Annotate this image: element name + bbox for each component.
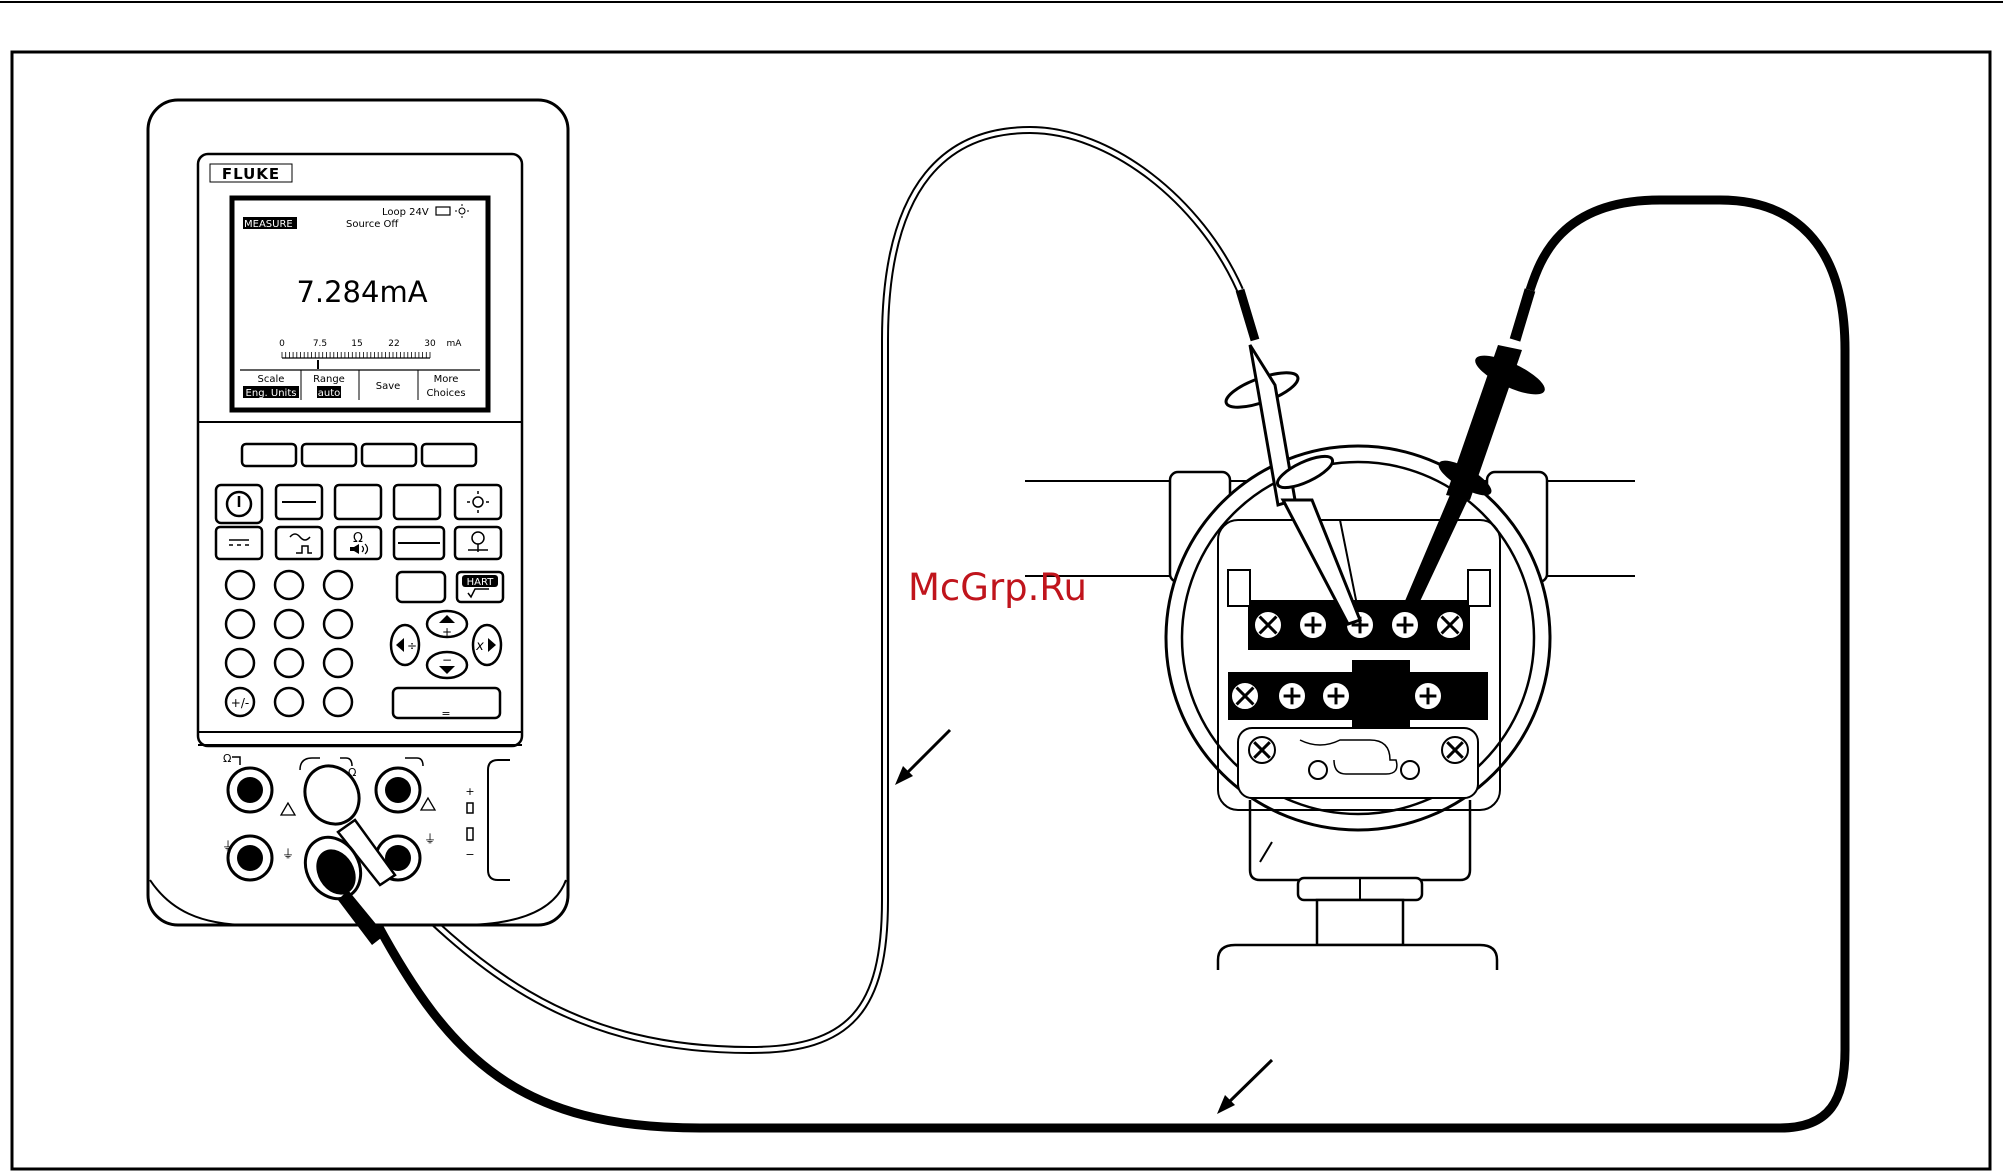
enter-blank-key[interactable]: [397, 572, 445, 602]
ac-frequency-button[interactable]: [276, 527, 322, 559]
sun-icon: [473, 497, 483, 507]
port-minus: −: [465, 848, 474, 861]
ohm-icon: Ω: [353, 531, 363, 546]
port-contact-2: [467, 828, 473, 840]
num-key[interactable]: [275, 688, 303, 716]
scale-tick-7.5: 7.5: [313, 339, 327, 349]
hart-label: HART: [467, 577, 495, 588]
softkey-button-4[interactable]: [422, 444, 476, 466]
jack-ohm-left: Ω: [223, 752, 231, 765]
plus-label: +: [442, 625, 452, 639]
multiply-label: x: [475, 639, 484, 654]
blank-key-2[interactable]: [394, 485, 440, 519]
softkey-3-label: Save: [376, 381, 401, 392]
backlight-button[interactable]: [455, 485, 501, 519]
lcd-mode: MEASURE: [244, 219, 293, 230]
arrow-white-lead: [895, 730, 950, 785]
blank-key-1[interactable]: [335, 485, 381, 519]
terminal-end-block: [1456, 674, 1488, 718]
num-key[interactable]: [275, 571, 303, 599]
equals-label: =: [441, 707, 450, 720]
power-button[interactable]: [216, 485, 262, 523]
num-key[interactable]: [226, 571, 254, 599]
ground-symbol-right: ⏚: [424, 832, 436, 846]
adjust-screw-right: [1401, 761, 1419, 779]
minus-label: −: [442, 653, 452, 667]
softkey-4-value: Choices: [426, 388, 465, 399]
softkey-1-label: Scale: [258, 374, 285, 385]
num-key[interactable]: [275, 610, 303, 638]
num-key[interactable]: [324, 610, 352, 638]
softkey-button-3[interactable]: [362, 444, 416, 466]
arrow-black-lead: [1217, 1060, 1272, 1114]
num-key[interactable]: [275, 649, 303, 677]
sensor-body: [1218, 945, 1497, 970]
housing-tab-left: [1228, 570, 1250, 606]
softkey-4-label: More: [434, 374, 459, 385]
softkey-2-value: auto: [318, 388, 341, 399]
dc-button[interactable]: [216, 527, 262, 559]
scale-minor-ticks: [282, 352, 430, 358]
hart-button[interactable]: HART: [457, 572, 503, 602]
temperature-button[interactable]: [455, 527, 501, 559]
thermocouple-icon: [472, 532, 484, 544]
stem: [1317, 900, 1403, 945]
lcd-source: Source Off: [346, 219, 399, 230]
softkey-button-1[interactable]: [242, 444, 296, 466]
watermark: McGrp.Ru: [908, 566, 1087, 609]
num-key[interactable]: [226, 610, 254, 638]
black-test-lead: [375, 200, 1845, 1128]
lcd-status: Loop 24V: [382, 207, 429, 218]
ground-symbol-mid: ⏚: [282, 847, 294, 861]
softkey-1-value: Eng. Units: [246, 388, 297, 399]
lower-board: [1238, 728, 1478, 798]
softkey-2-label: Range: [313, 374, 345, 385]
volts-function-button[interactable]: [276, 485, 322, 519]
equals-button[interactable]: =: [393, 688, 500, 720]
plus-minus-label: +/-: [231, 696, 249, 710]
num-key[interactable]: [324, 688, 352, 716]
brand-logo: FLUKE: [222, 165, 280, 183]
scale-tick-22: 22: [388, 339, 399, 349]
housing-tab-right: [1468, 570, 1490, 606]
num-key[interactable]: [324, 649, 352, 677]
blank-function-button[interactable]: [394, 527, 444, 559]
ohms-continuity-button[interactable]: Ω: [335, 527, 381, 559]
divide-label: ÷: [407, 639, 417, 653]
scale-tick-0: 0: [279, 339, 285, 349]
ground-symbol-left: ⏚: [222, 839, 234, 853]
softkey-button-2[interactable]: [302, 444, 356, 466]
num-key[interactable]: [324, 571, 352, 599]
port-plus: +: [465, 785, 474, 798]
scale-tick-15: 15: [351, 339, 362, 349]
terminal-center-block: [1352, 660, 1410, 732]
transmitter: [1025, 446, 1635, 970]
adjust-screw-left: [1309, 761, 1327, 779]
scale-tick-30: 30: [424, 339, 436, 349]
num-key[interactable]: [226, 649, 254, 677]
scale-unit: mA: [447, 339, 463, 349]
port-contact-1: [467, 803, 473, 813]
lcd-reading: 7.284mA: [296, 275, 427, 309]
